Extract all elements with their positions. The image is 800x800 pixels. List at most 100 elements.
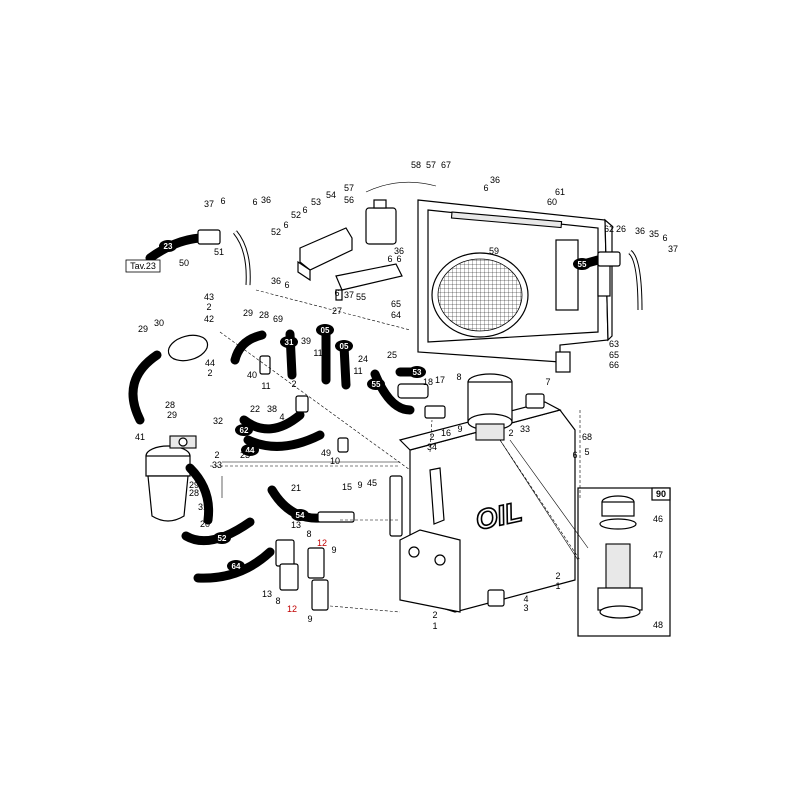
callout-37: 37 [668,244,678,254]
hose-tag-text: 55 [372,380,381,389]
callout-68: 68 [582,432,592,442]
callout-29: 29 [167,410,177,420]
hose-tag-55: 55 [573,258,591,270]
callout-58: 58 [411,160,421,170]
hydraulic-oil-tank: OIL [398,401,576,613]
callout-6: 6 [572,450,577,460]
callout-63: 63 [609,339,619,349]
callout-51: 51 [214,247,224,257]
callout-6: 6 [396,254,401,264]
hose-tag-55: 55 [367,378,385,390]
hose-tag-text: 55 [578,260,587,269]
callout-15: 15 [342,482,352,492]
callout-45: 45 [367,478,377,488]
callout-6: 6 [283,220,288,230]
callout-8: 8 [456,372,461,382]
hose-tag-text: 31 [285,338,294,347]
callout-55: 55 [356,292,366,302]
callout-57: 57 [426,160,436,170]
callout-9: 9 [307,614,312,624]
callout-33: 33 [212,460,222,470]
table-reference: Tav.23 [125,259,161,273]
hose-tag-64: 64 [227,560,245,572]
callout-11: 11 [313,348,322,358]
callout-2: 2 [432,610,437,620]
callout-20: 20 [200,519,210,529]
callout-42: 42 [204,314,214,324]
callout-33: 33 [520,424,530,434]
callout-1: 1 [555,581,560,591]
callout-6: 6 [252,197,257,207]
hose-tag-text: 44 [246,446,255,455]
callout-36: 36 [635,226,645,236]
hose-tag-53: 53 [408,366,426,378]
callout-21: 21 [291,483,301,493]
callout-4: 4 [279,412,284,422]
callout-50: 50 [179,258,189,268]
suction-filter-left [145,435,197,522]
callout-39: 39 [301,336,311,346]
hose-tag-text: 05 [321,326,330,335]
hose-tag-23: 23 [159,240,177,252]
return-filter [467,373,513,441]
leader-lines [221,439,589,561]
callout-44: 44 [205,358,215,368]
inline-filter [167,334,209,362]
callout-4: 4 [523,594,528,604]
callout-16: 16 [441,428,451,438]
guide-lines [210,289,581,613]
callout-6: 6 [662,233,667,243]
callout-11: 11 [261,381,270,391]
callout-18: 18 [423,377,433,387]
callout-17: 17 [435,375,445,385]
callout-27: 27 [332,306,342,316]
hose-tag-text: 53 [413,368,422,377]
callout-52: 52 [271,227,281,237]
callout-9: 9 [357,480,362,490]
callout-47: 47 [653,550,663,560]
callout-46: 46 [653,514,663,524]
hose-tag-text: 62 [240,426,249,435]
callout-34: 34 [427,442,437,452]
callout-57: 57 [344,183,354,193]
callout-60: 60 [547,197,557,207]
callout-61: 61 [555,187,565,197]
callout-62: 62 [604,224,614,234]
callout-35: 35 [649,229,659,239]
callout-43: 43 [204,292,214,302]
hose-tag-54: 54 [291,509,309,521]
hose-tag-text: 23 [164,242,173,251]
callout-10: 10 [330,456,340,466]
hose-tag-text: 54 [296,511,305,520]
callout-19: 19 [195,573,205,583]
hose-tag-44: 44 [241,444,259,456]
callout-9: 9 [331,545,336,555]
callout-7: 7 [545,377,550,387]
callout-2: 2 [508,428,513,438]
callout-26: 26 [616,224,626,234]
hose-tag-31: 31 [280,336,298,348]
callout-2: 2 [291,379,296,389]
radiator-grille [437,258,523,332]
callout-37: 37 [204,199,214,209]
callout-56: 56 [344,195,354,205]
callout-12: 12 [317,538,327,548]
callout-6: 6 [284,280,289,290]
callout-6: 6 [483,183,488,193]
callout-23: 23 [240,450,250,460]
callout-28: 28 [259,310,269,320]
callout-12: 12 [287,604,297,614]
callout-65: 65 [609,350,619,360]
brackets [297,227,403,301]
callout-49: 49 [321,448,331,458]
callout-67: 67 [441,160,451,170]
callout-36: 36 [261,195,271,205]
hose-tag-text: 05 [340,342,349,351]
hose-tag-62: 62 [235,424,253,436]
callout-9: 9 [457,424,462,434]
callout-52: 52 [291,210,301,220]
callout-2: 2 [207,368,212,378]
oil-cooler-radiator [417,199,613,373]
